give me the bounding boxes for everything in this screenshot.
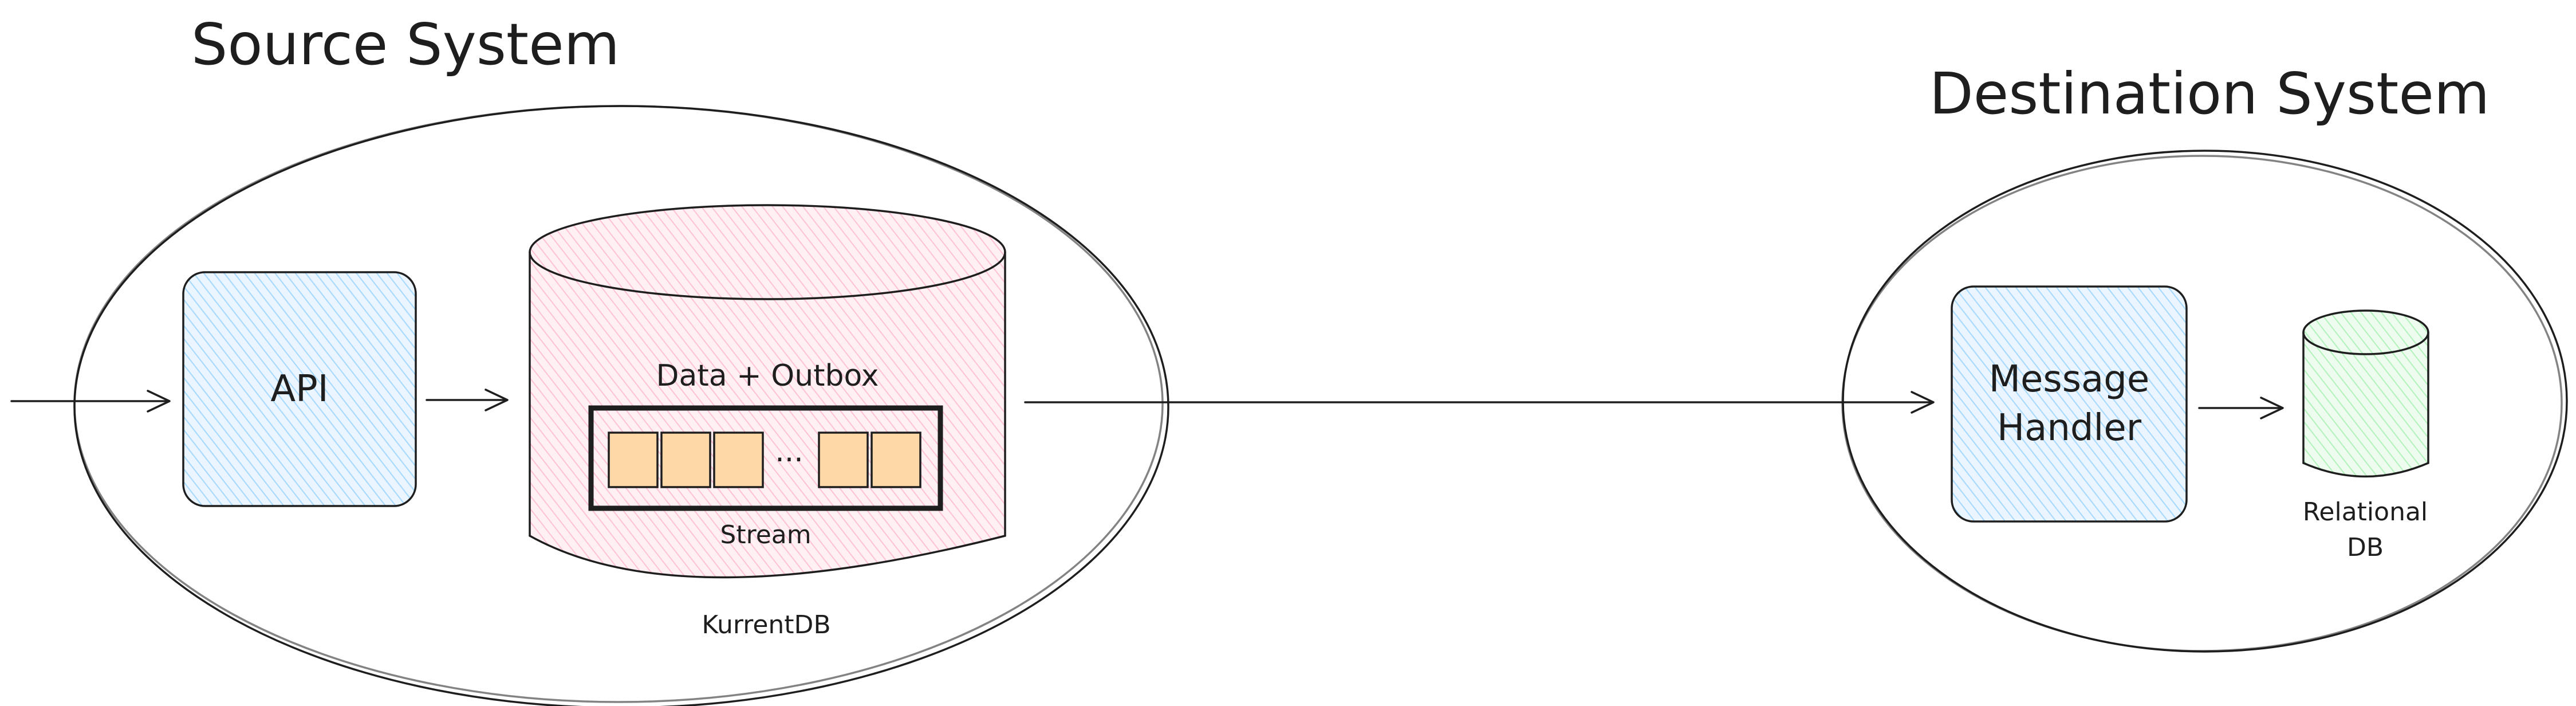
stream-event-4 xyxy=(818,432,869,488)
inbound-arrow xyxy=(10,390,171,413)
message-handler-box: Message Handler xyxy=(1951,285,2188,523)
api-to-store-arrow xyxy=(426,389,509,411)
stream-event-2 xyxy=(660,432,711,488)
stream-box: ... xyxy=(588,405,943,511)
stream-ellipsis: ... xyxy=(775,434,803,469)
relational-db-cylinder xyxy=(2302,309,2429,478)
destination-system-boundary xyxy=(1841,150,2568,653)
kurrentdb-label: KurrentDB xyxy=(702,610,830,640)
store-to-handler-arrow xyxy=(1024,391,1935,414)
handler-label-line1: Message xyxy=(1989,358,2150,401)
handler-label-line2: Handler xyxy=(1997,407,2142,449)
kurrentdb-cylinder: Data + Outbox xyxy=(529,204,1006,579)
stream-event-5 xyxy=(871,432,921,488)
handler-to-db-arrow xyxy=(2198,397,2284,419)
stream-event-3 xyxy=(713,432,764,488)
stream-label: Stream xyxy=(720,520,811,550)
relational-db-label-line2: DB xyxy=(2347,533,2384,562)
destination-system-title: Destination System xyxy=(1929,60,2490,127)
relational-db-label-line1: Relational xyxy=(2303,497,2428,527)
api-label: API xyxy=(270,368,328,410)
api-box: API xyxy=(182,271,417,507)
source-system-boundary xyxy=(73,105,1169,706)
source-system-title: Source System xyxy=(191,11,620,78)
store-title: Data + Outbox xyxy=(656,359,879,393)
stream-event-1 xyxy=(608,432,659,488)
